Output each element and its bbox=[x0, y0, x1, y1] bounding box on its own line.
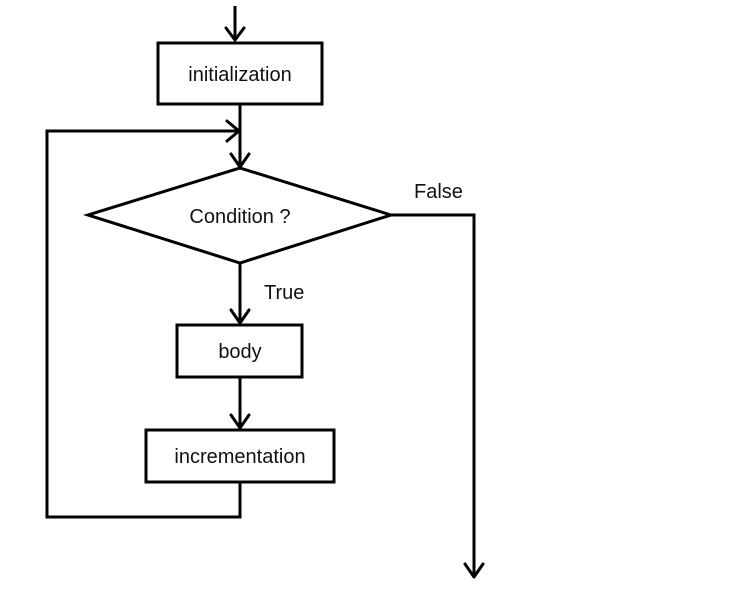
true-branch-arrowhead bbox=[229, 308, 251, 325]
body-box bbox=[175, 323, 304, 379]
body-label: body bbox=[218, 341, 261, 363]
condition-label: Condition ? bbox=[189, 206, 290, 228]
false-label: False bbox=[414, 181, 463, 203]
initialization-label: initialization bbox=[188, 64, 291, 86]
false-branch-line bbox=[391, 213, 476, 576]
body-to-increment-arrowhead bbox=[229, 413, 251, 430]
incrementation-box bbox=[144, 428, 336, 484]
entry-arrowhead bbox=[224, 26, 246, 42]
true-label: True bbox=[264, 282, 304, 304]
false-branch-arrowhead bbox=[463, 562, 485, 579]
initialization-box bbox=[156, 41, 324, 106]
incrementation-label: incrementation bbox=[174, 446, 305, 468]
loop-back-arrowhead bbox=[225, 119, 241, 143]
loop-back-line bbox=[45, 129, 242, 519]
